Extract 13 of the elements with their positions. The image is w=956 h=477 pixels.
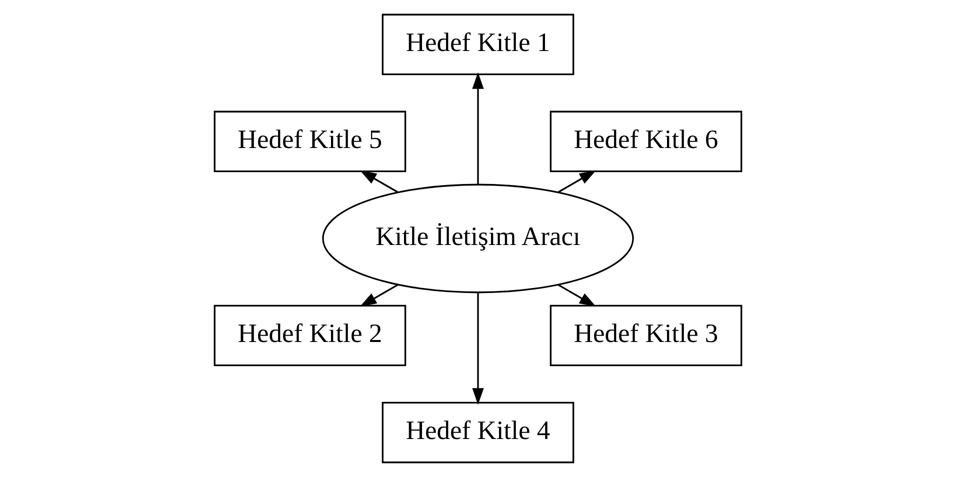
arrow [558, 284, 596, 307]
node-box: Hedef Kitle 5 [214, 110, 406, 172]
arrow [472, 292, 484, 405]
node-ellipse: Kitle İletişim Aracı [322, 184, 634, 294]
node-box: Hedef Kitle 3 [550, 304, 742, 366]
arrow [360, 170, 398, 193]
node-box: Hedef Kitle 4 [382, 402, 574, 464]
arrow [360, 284, 398, 307]
node-box: Hedef Kitle 6 [550, 110, 742, 172]
node-box: Hedef Kitle 2 [214, 304, 406, 366]
node-box: Hedef Kitle 1 [382, 14, 574, 76]
arrow [558, 170, 596, 193]
arrow [472, 72, 484, 184]
